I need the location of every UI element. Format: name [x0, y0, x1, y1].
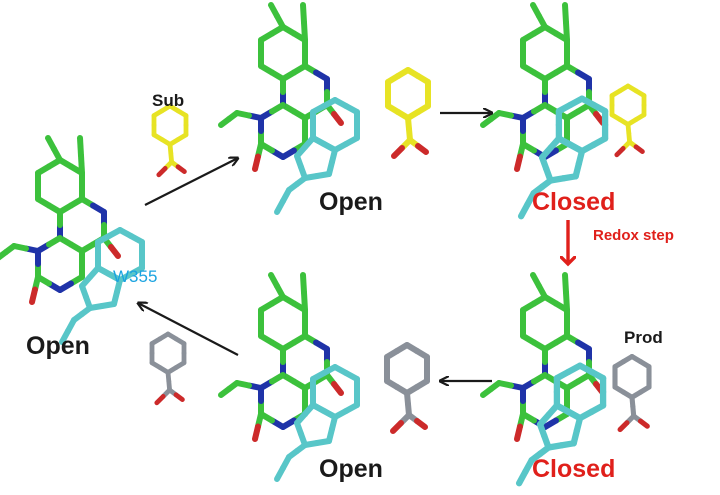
tryptophan-structure [274, 97, 360, 215]
open-state-label-bottom: Open [319, 455, 383, 483]
substrate-structure [385, 67, 431, 159]
tryptophan-structure [59, 227, 145, 345]
substrate-structure [609, 83, 647, 158]
product-structure [612, 353, 652, 433]
open-state-label-top: Open [319, 188, 383, 216]
open-state-label-left: Open [26, 332, 90, 360]
substrate-label: Sub [152, 91, 185, 110]
redox-step-label: Redox step [593, 227, 674, 244]
substrate-structure [151, 103, 189, 178]
closed-state-label-top: Closed [532, 188, 616, 216]
flavin-structure [480, 272, 606, 442]
product-label: Prod [624, 328, 663, 347]
closed-state-label-bottom: Closed [532, 455, 616, 483]
arrow-substrate-binding [144, 158, 238, 206]
tryptophan-structure [515, 362, 607, 487]
tryptophan-structure [274, 364, 360, 482]
tryptophan-structure [517, 95, 609, 220]
product-structure [384, 342, 430, 434]
flavin-structure [0, 135, 121, 305]
w355-label: W355 [113, 267, 158, 286]
product-structure [149, 331, 187, 406]
flavin-structure [218, 272, 344, 442]
arrow-return-open [138, 303, 239, 356]
flavin-structure [480, 2, 606, 172]
